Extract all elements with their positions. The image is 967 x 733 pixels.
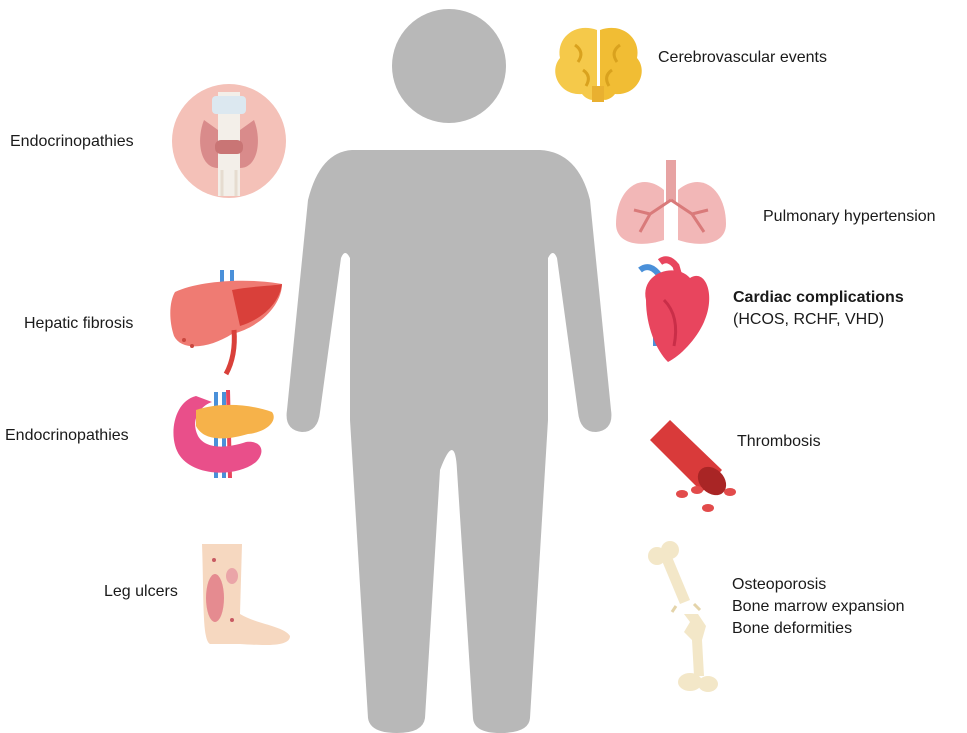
pancreas-icon — [173, 390, 273, 478]
cardiac-detail: (HCOS, RCHF, VHD) — [733, 309, 904, 331]
label-cardiac-complications: Cardiac complications (HCOS, RCHF, VHD) — [733, 287, 904, 331]
label-cerebrovascular-events: Cerebrovascular events — [658, 47, 827, 69]
blood-vessel-icon — [650, 420, 736, 512]
label-thrombosis: Thrombosis — [737, 431, 821, 453]
heart-icon — [640, 260, 709, 362]
label-endocrinopathies-thyroid: Endocrinopathies — [10, 131, 134, 153]
human-silhouette — [287, 9, 612, 733]
lungs-icon — [616, 160, 726, 244]
broken-bone-icon — [648, 541, 718, 692]
cardiac-title: Cardiac complications — [733, 287, 904, 309]
brain-icon — [555, 28, 641, 102]
label-pulmonary-hypertension: Pulmonary hypertension — [763, 206, 936, 228]
silhouette-head — [392, 9, 506, 123]
leg-ulcer-icon — [202, 544, 290, 645]
liver-icon — [170, 270, 282, 374]
label-bone-complications: Osteoporosis Bone marrow expansion Bone … — [732, 574, 905, 640]
label-hepatic-fibrosis: Hepatic fibrosis — [24, 313, 133, 335]
thyroid-icon — [172, 84, 286, 198]
bone-line-osteoporosis: Osteoporosis — [732, 574, 905, 596]
silhouette-body — [287, 150, 612, 733]
bone-line-deformities: Bone deformities — [732, 618, 905, 640]
label-leg-ulcers: Leg ulcers — [104, 581, 178, 603]
label-endocrinopathies-pancreas: Endocrinopathies — [5, 425, 129, 447]
bone-line-marrow-expansion: Bone marrow expansion — [732, 596, 905, 618]
